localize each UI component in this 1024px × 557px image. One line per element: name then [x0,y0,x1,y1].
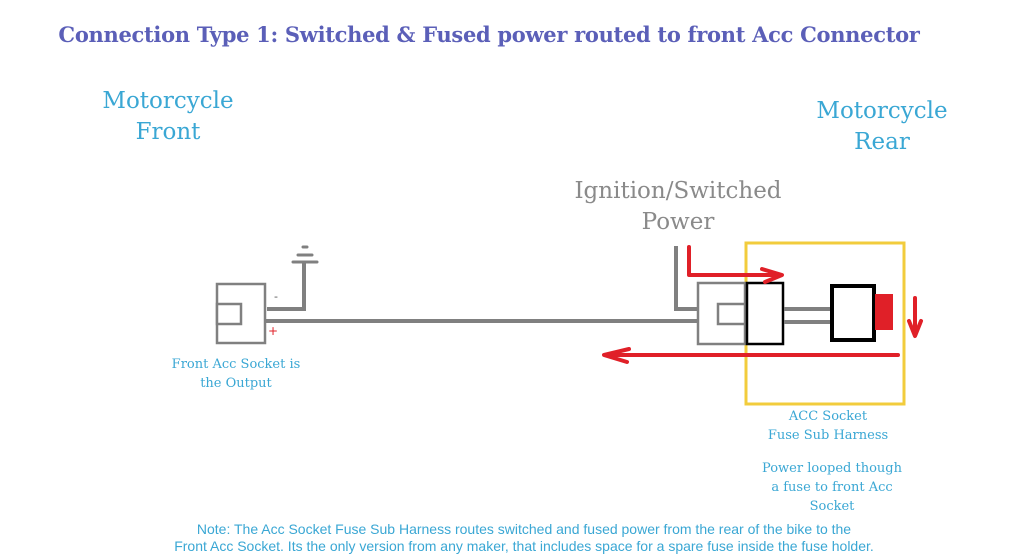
footnote-line2: Front Acc Socket. Its the only version f… [174,538,874,554]
power-down-arrow [907,296,923,338]
front-socket-label-line2: the Output [200,376,272,391]
harness-label-line2: Fuse Sub Harness [767,428,889,443]
ignition-wire [674,246,698,311]
power-in-arrow [687,245,784,284]
power-out-arrow [602,347,900,364]
ignition-label-line1: Ignition/Switched [574,178,782,204]
front-acc-socket [215,282,267,345]
ignition-power-label: Ignition/Switched Power [558,176,798,238]
front-socket-label: Front Acc Socket is the Output [156,355,316,393]
loop-label-line2: a fuse to front Acc [771,480,893,495]
plus-sign: + [268,324,278,338]
front-zone-line2: Front [135,119,201,145]
rear-zone-line1: Motorcycle [816,98,948,124]
diagram-title: Connection Type 1: Switched & Fused powe… [58,22,920,47]
footnote: Note: The Acc Socket Fuse Sub Harness ro… [0,521,1024,555]
front-zone-line1: Motorcycle [102,88,234,114]
fuse-holder [830,284,876,342]
ground-icon [291,245,319,264]
rear-zone-label: Motorcycle Rear [802,96,962,158]
ground-wire [267,262,306,311]
rear-plug [696,281,747,346]
rear-zone-line2: Rear [854,129,910,155]
loop-label-line1: Power looped though [762,461,902,476]
harness-label: ACC Socket Fuse Sub Harness [748,407,908,445]
harness-label-line1: ACC Socket [788,409,868,424]
front-socket-label-line1: Front Acc Socket is [171,357,301,372]
harness-socket [745,281,785,346]
fuse-cap [875,294,893,330]
minus-sign: - [274,290,278,303]
footnote-line1: Note: The Acc Socket Fuse Sub Harness ro… [196,521,852,537]
ignition-label-line2: Power [641,209,715,235]
loop-label-line3: Socket [809,499,855,514]
front-zone-label: Motorcycle Front [88,86,248,148]
loop-label: Power looped though a fuse to front Acc … [742,459,922,516]
